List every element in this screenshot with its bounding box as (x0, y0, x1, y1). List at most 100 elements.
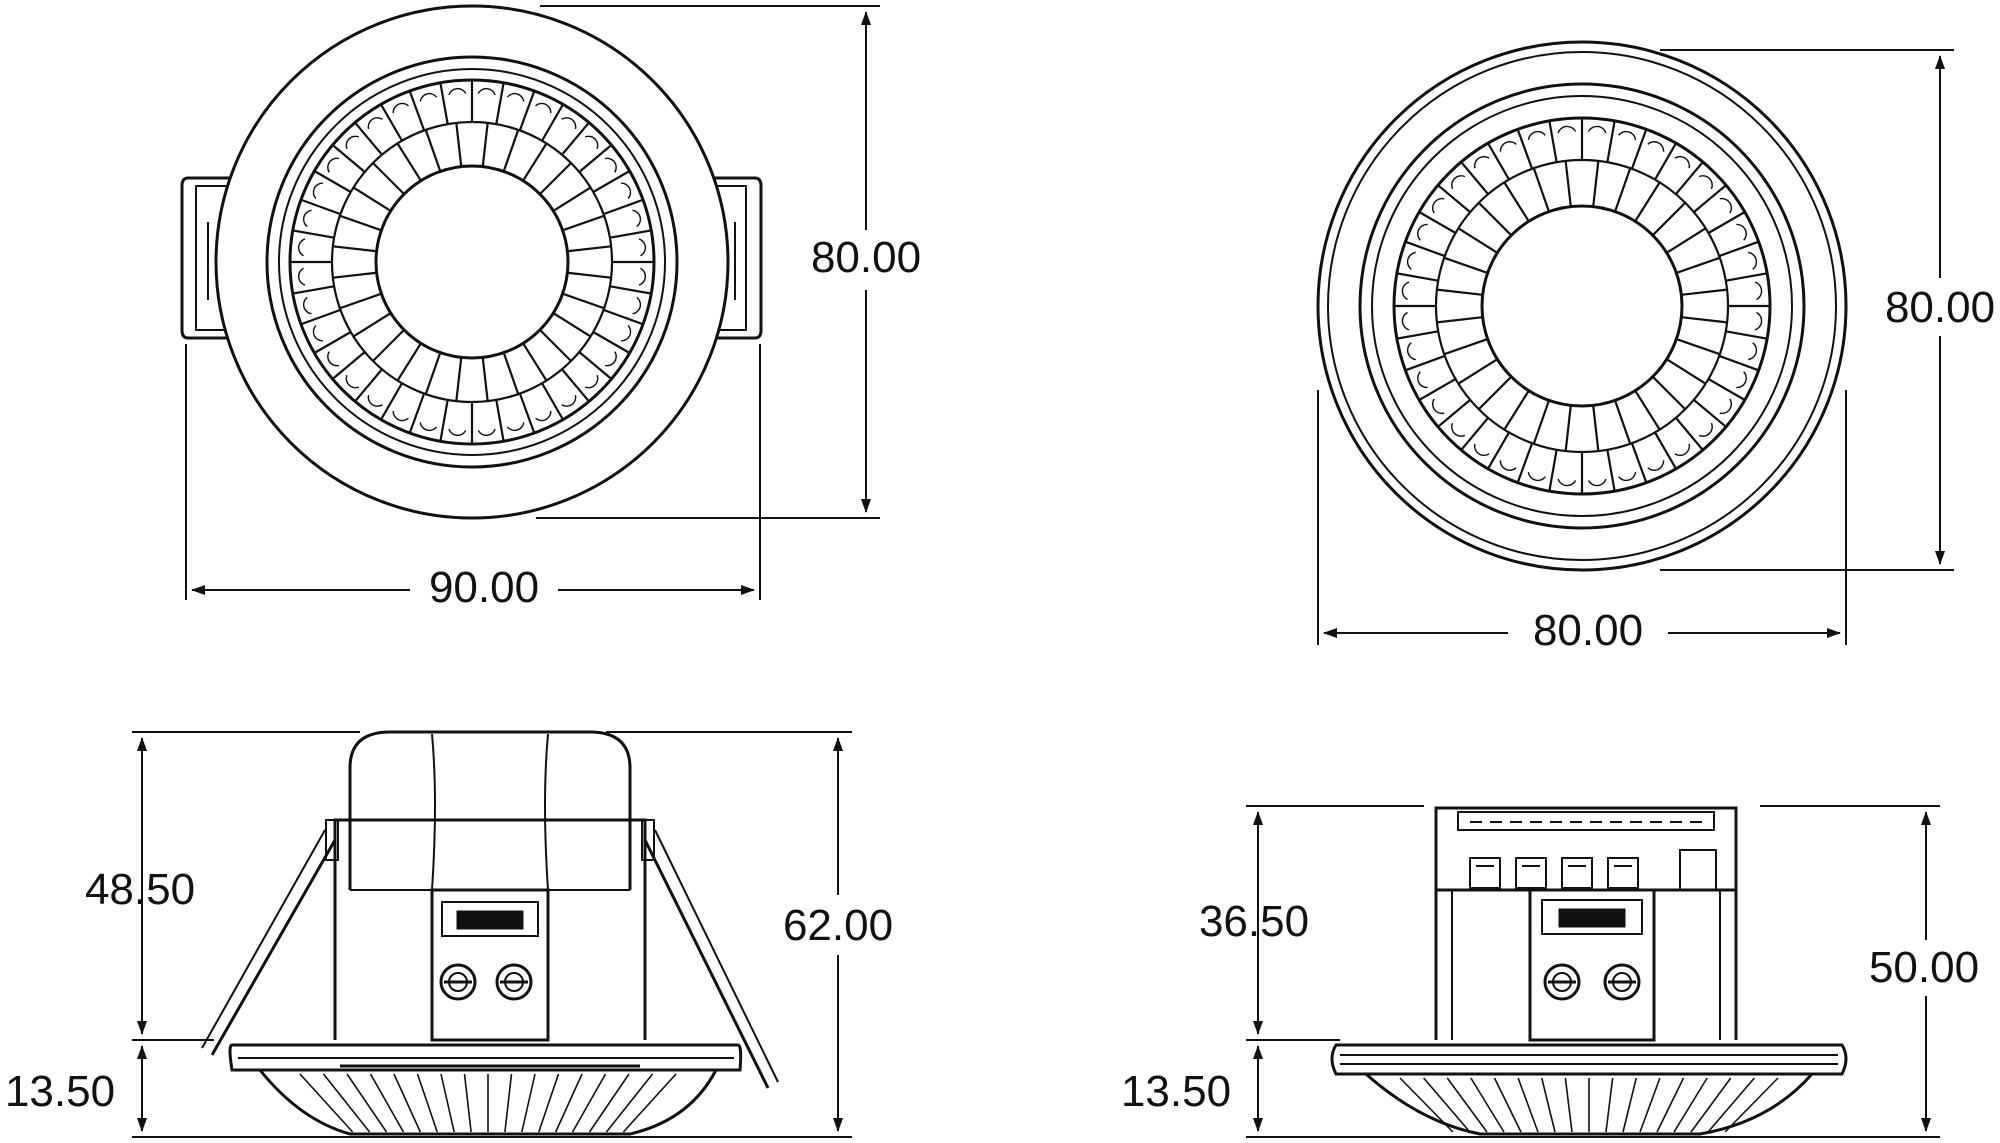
lens-segment (354, 368, 383, 403)
dome-rib (1540, 1077, 1556, 1133)
lens-segment (561, 368, 590, 403)
lens-segment (1676, 337, 1721, 356)
lens-segment (603, 308, 644, 326)
lens-segment (539, 162, 572, 195)
lens-cell (1747, 342, 1758, 361)
lens-cell (1754, 311, 1763, 331)
lens-segment (592, 170, 631, 193)
lens-cell (561, 394, 577, 407)
lens-segment (1654, 431, 1677, 470)
dome-rib (1423, 1077, 1471, 1133)
lens-cell (1417, 371, 1428, 389)
lens-segment (1630, 128, 1648, 170)
lens-segment (1718, 240, 1760, 258)
lens-segment (1613, 400, 1632, 445)
lens-segment (522, 142, 548, 182)
lens-segment (1404, 354, 1446, 372)
spring-clip-right (641, 819, 779, 1089)
top-left-height-label: 80.00 (811, 233, 921, 282)
lens-segment (1437, 184, 1471, 213)
dome-rib (1399, 1077, 1454, 1133)
lens-segment (1436, 316, 1483, 324)
spring-clip-left (201, 819, 339, 1056)
lens-segment (541, 382, 564, 421)
left-clip (180, 176, 230, 340)
lens-segment (1613, 167, 1632, 212)
lens-segment (1477, 375, 1513, 411)
lens-segment (1460, 161, 1489, 195)
lens-segment (1404, 240, 1446, 258)
top-left-view (180, 4, 763, 520)
terminal-end (1679, 849, 1717, 891)
lens-segment (1725, 330, 1768, 340)
dome-rib (369, 1073, 405, 1133)
lens-segment (1460, 417, 1489, 451)
lens-segment (518, 90, 536, 131)
dome-rib (605, 1073, 654, 1133)
right-clip (705, 176, 763, 340)
lens-cell (312, 182, 324, 199)
lens-segment (455, 357, 463, 402)
screw-right (1603, 963, 1641, 1001)
lens-segment (1443, 337, 1488, 356)
lens-segment (408, 90, 426, 131)
lens-segment (495, 399, 505, 442)
lens-cell (620, 182, 632, 199)
lens-segment (424, 129, 442, 172)
dome-rib (1622, 1077, 1638, 1133)
dome-rib (1470, 1077, 1505, 1133)
dome-rib (554, 1073, 583, 1133)
lens-cell (1499, 460, 1517, 471)
dome-rib (1446, 1077, 1488, 1133)
dome-rib (1605, 1077, 1614, 1133)
top-right-dimensions (1317, 49, 1954, 645)
dome-rib (299, 1073, 354, 1133)
lens-cell (297, 267, 306, 286)
lens-segment (1675, 417, 1704, 451)
lens-center (374, 164, 570, 360)
lens-segment (1503, 390, 1530, 431)
lens-cell (1754, 281, 1763, 301)
lens-segment (1651, 375, 1687, 411)
lens-cell (1557, 125, 1577, 134)
lens-cell (1527, 471, 1546, 482)
lens-segment (1693, 399, 1727, 428)
sensor-body (333, 818, 647, 1040)
lens-segment (541, 103, 564, 142)
lens-cell (367, 394, 383, 407)
lens-segment (481, 122, 489, 167)
plate-inner (1358, 82, 1806, 530)
bottom-left-dimensions (132, 731, 852, 1138)
lens-cell (477, 428, 496, 437)
lens-segment (300, 198, 341, 216)
lens-segment (455, 122, 463, 167)
lens-segment (380, 382, 403, 421)
dome-rib (322, 1073, 371, 1133)
lens-cell (327, 351, 340, 367)
lens-segment (1634, 390, 1661, 431)
lens-cell (1499, 141, 1517, 152)
lens-segment (578, 351, 613, 380)
lens-segment (1503, 181, 1530, 222)
top-left-dimensions (185, 5, 880, 600)
lens-cell (302, 296, 312, 315)
lens-segment (380, 103, 403, 142)
lens-segment (439, 82, 449, 125)
lens-cell (419, 422, 438, 432)
dome-rib (393, 1073, 422, 1133)
bottom-left-upper-height-label: 48.50 (85, 865, 195, 914)
lens-segment (339, 292, 382, 310)
dome-rib (588, 1073, 630, 1133)
lens-cell (1557, 478, 1577, 487)
lens-segment (1693, 184, 1727, 213)
lens-cell (419, 92, 438, 102)
top-right-width-label: 80.00 (1533, 606, 1643, 655)
lens-segment (1707, 211, 1746, 234)
lens-cell (632, 296, 642, 315)
lens-segment (578, 144, 613, 173)
dome-rib (1724, 1077, 1779, 1133)
lens-segment (408, 393, 426, 434)
dome-rib (538, 1073, 560, 1133)
plate-outer (1316, 40, 1848, 572)
lens-cell (1647, 141, 1665, 152)
